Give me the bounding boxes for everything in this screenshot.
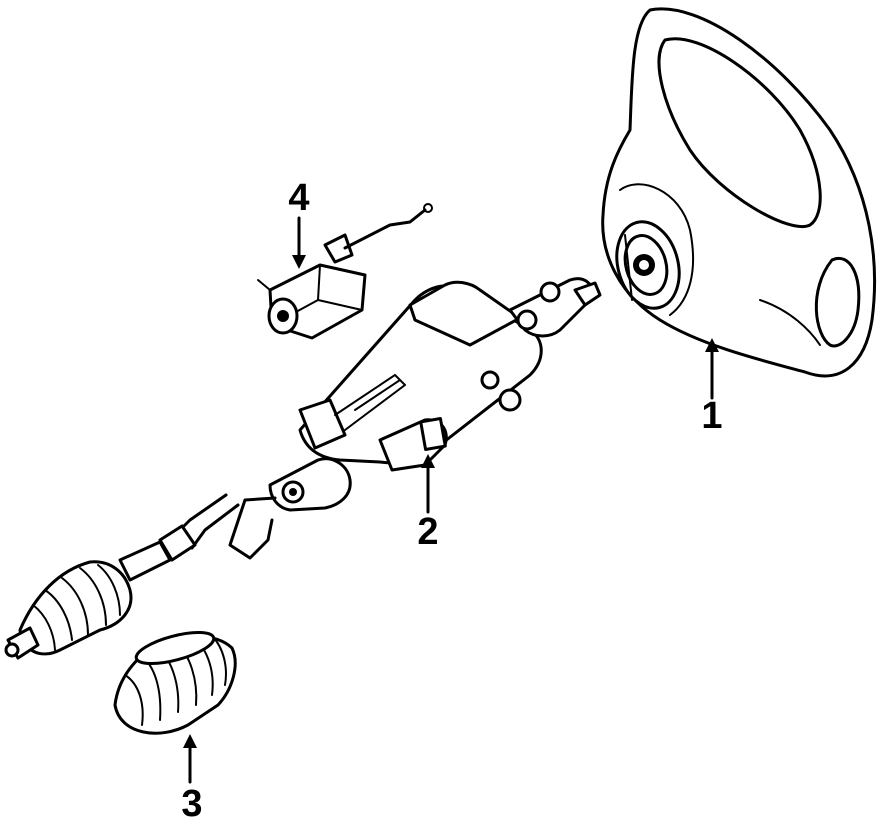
callout-1: 1	[701, 338, 723, 437]
callout-2: 2	[417, 454, 439, 553]
steering-wheel	[601, 7, 877, 378]
steering-column	[4, 277, 602, 660]
callout-1-label: 1	[701, 395, 722, 437]
callout-4-label: 4	[288, 177, 309, 219]
callout-2-label: 2	[417, 511, 438, 553]
callout-3-label: 3	[181, 783, 202, 825]
callout-3: 3	[181, 734, 203, 825]
ignition-lock-cylinder	[257, 203, 433, 340]
callout-4: 4	[288, 177, 310, 269]
column-boot	[113, 630, 237, 735]
